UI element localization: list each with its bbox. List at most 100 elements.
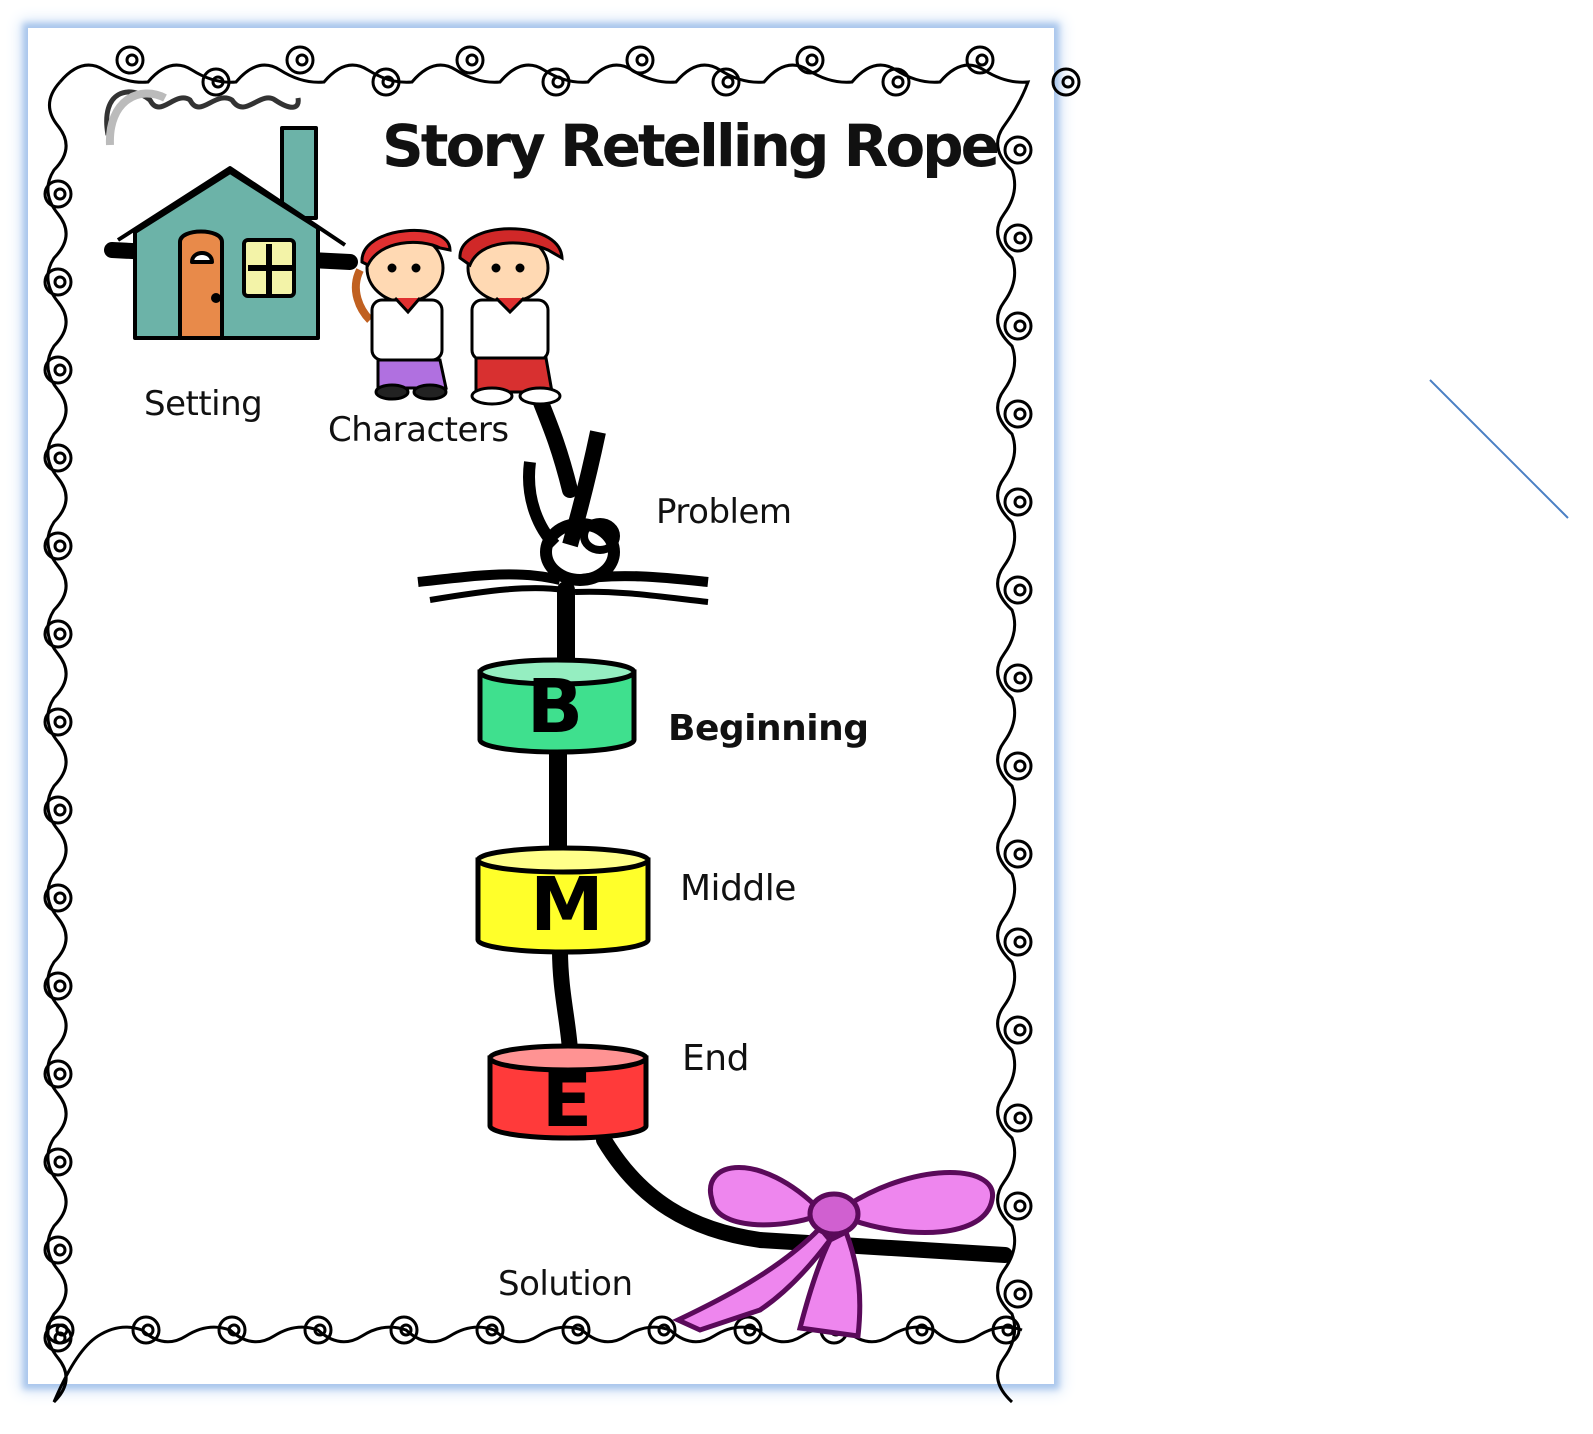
- knot-icon: [417, 430, 709, 605]
- border-swirl-core: [1013, 1023, 1027, 1037]
- bead-top: [487, 1043, 649, 1073]
- border-swirl-core: [1013, 759, 1027, 773]
- border-swirl-core: [53, 715, 67, 729]
- stray-line: [1429, 379, 1569, 519]
- house-icon: [104, 89, 347, 340]
- border-swirl: [43, 1147, 73, 1177]
- border-swirl: [43, 1059, 73, 1089]
- border-swirl: [217, 1315, 247, 1345]
- bead-top: [477, 657, 637, 687]
- bead-body: [487, 1055, 649, 1141]
- border-swirl-core: [1013, 583, 1027, 597]
- border-swirl: [1003, 311, 1033, 341]
- border-swirl: [455, 45, 485, 75]
- bead-body: [477, 669, 637, 755]
- bow-icon: [672, 1165, 995, 1339]
- border-swirl: [43, 1235, 73, 1265]
- border-swirl-core: [551, 75, 565, 89]
- border-swirl-core: [1013, 671, 1027, 685]
- border-swirl-core: [1013, 143, 1027, 157]
- border-swirl: [43, 179, 73, 209]
- border-swirl-core: [53, 891, 67, 905]
- label-characters: Characters: [328, 410, 509, 450]
- border-wave-left-bottom: [46, 80, 1023, 1404]
- bead-letter-e: E: [541, 1058, 593, 1144]
- border-swirl-core: [1013, 231, 1027, 245]
- border-swirl: [881, 67, 911, 97]
- border-swirl-core: [125, 53, 139, 67]
- border-swirl-core: [1013, 847, 1027, 861]
- border-swirl-core: [1013, 1287, 1027, 1301]
- border-swirl-core: [743, 1323, 757, 1337]
- label-solution: Solution: [498, 1264, 633, 1304]
- border-swirl-core: [53, 627, 67, 641]
- border-swirl: [303, 1315, 333, 1345]
- border-swirl-core: [571, 1323, 585, 1337]
- border-swirl: [43, 619, 73, 649]
- border-swirl-core: [657, 1323, 671, 1337]
- border-swirl: [965, 45, 995, 75]
- border-swirl: [1003, 1279, 1033, 1309]
- border-swirl: [43, 355, 73, 385]
- border-swirl: [795, 45, 825, 75]
- bead-letter-b: B: [526, 664, 584, 750]
- border-swirl-core: [465, 53, 479, 67]
- border-swirl-core: [53, 363, 67, 377]
- border-swirl: [201, 67, 231, 97]
- border-swirl-core: [635, 53, 649, 67]
- border-swirl: [733, 1315, 763, 1345]
- border-swirl: [1003, 1015, 1033, 1045]
- border-swirl-core: [805, 53, 819, 67]
- border-swirl: [1051, 67, 1081, 97]
- label-end: End: [682, 1038, 749, 1079]
- border-swirl: [43, 267, 73, 297]
- border-swirl-core: [1013, 1111, 1027, 1125]
- border-swirl: [625, 45, 655, 75]
- border-swirl: [1003, 135, 1033, 165]
- border-swirl: [1003, 839, 1033, 869]
- border-swirl-core: [381, 75, 395, 89]
- border-swirl-core: [399, 1323, 413, 1337]
- border-swirl-core: [721, 75, 735, 89]
- border-swirl: [1003, 223, 1033, 253]
- border-swirl-core: [313, 1323, 327, 1337]
- bead-top: [475, 845, 651, 875]
- border-wave-top-right: [58, 63, 1031, 1404]
- border-swirl-core: [1013, 495, 1027, 509]
- border-swirl: [1003, 663, 1033, 693]
- border-swirl-core: [975, 53, 989, 67]
- border-swirl-core: [53, 275, 67, 289]
- border-swirl: [991, 1315, 1021, 1345]
- poster-title: Story Retelling Rope: [382, 112, 1000, 180]
- border-swirl-core: [295, 53, 309, 67]
- label-middle: Middle: [680, 868, 796, 909]
- border-swirl-core: [53, 1155, 67, 1169]
- border-swirl: [389, 1315, 419, 1345]
- bead-group: [475, 657, 651, 1141]
- border-swirl: [1003, 1103, 1033, 1133]
- border-swirl: [475, 1315, 505, 1345]
- border-swirl: [905, 1315, 935, 1345]
- border-swirl-core: [915, 1323, 929, 1337]
- border-swirl-core: [53, 803, 67, 817]
- border-swirl-core: [1013, 407, 1027, 421]
- border-swirl: [1003, 751, 1033, 781]
- border-swirl-core: [55, 1323, 69, 1337]
- border-swirl: [45, 1315, 75, 1345]
- border-swirl: [131, 1315, 161, 1345]
- border-swirl-core: [53, 539, 67, 553]
- border-swirl-core: [53, 1243, 67, 1257]
- border-swirl-core: [891, 75, 905, 89]
- label-beginning: Beginning: [668, 708, 869, 749]
- border-swirl-core: [485, 1323, 499, 1337]
- border-swirl: [711, 67, 741, 97]
- border-swirl: [43, 443, 73, 473]
- border-swirl: [43, 971, 73, 1001]
- border-swirl-core: [1001, 1323, 1015, 1337]
- border-swirl: [1003, 1191, 1033, 1221]
- border-swirl-core: [53, 187, 67, 201]
- border-swirl-core: [1013, 319, 1027, 333]
- border-swirl-core: [53, 1067, 67, 1081]
- bead-letter-m: M: [530, 862, 604, 948]
